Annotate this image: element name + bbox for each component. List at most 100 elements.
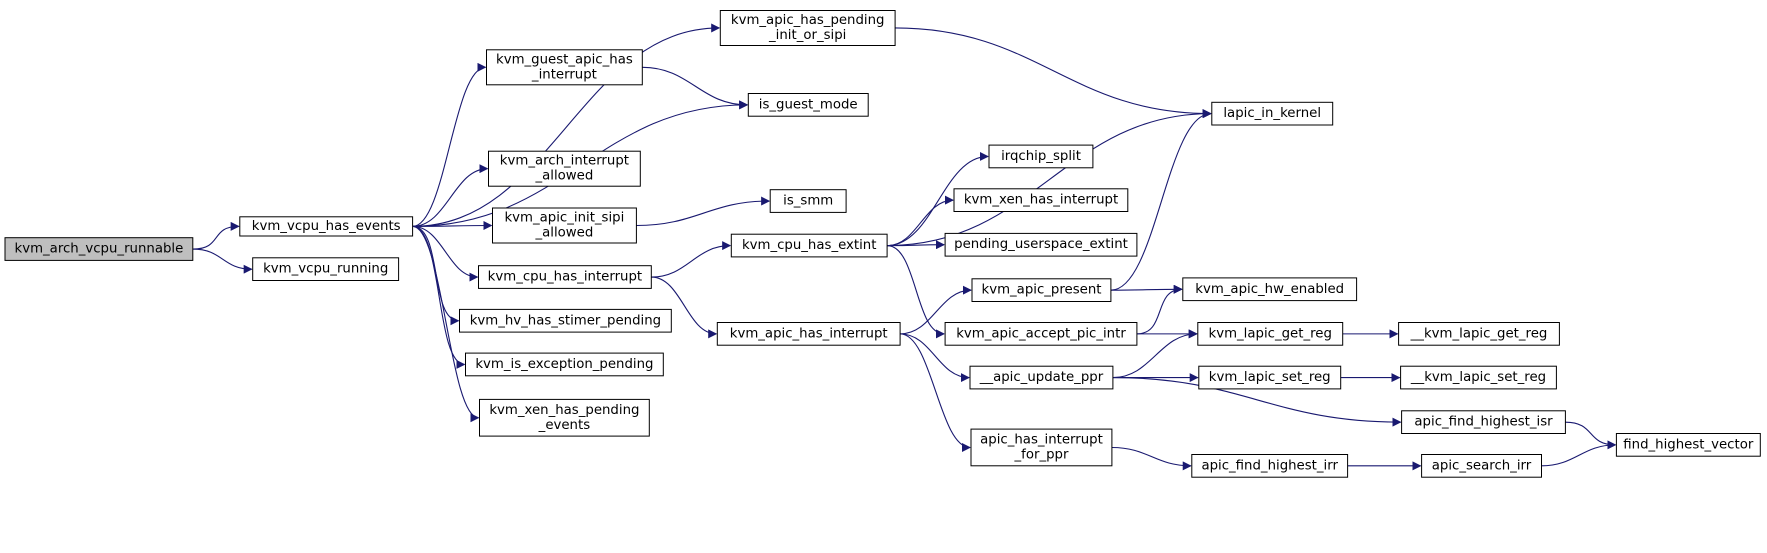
node-box[interactable] [1400,365,1557,390]
node-box[interactable] [1211,101,1334,126]
node-kvm-cpu-has-extint[interactable]: kvm_cpu_has_extint [730,233,888,258]
node-label: kvm_arch_vcpu_runnable [15,242,184,257]
node-box[interactable] [1421,454,1542,478]
node-box[interactable] [239,216,414,237]
edge-apic_has_interrupt_for_ppr-to-apic_find_highest_irr [1111,446,1192,471]
node-box[interactable] [459,308,672,333]
node-box[interactable] [944,322,1138,346]
node-kvm-apic-accept-pic-intr[interactable]: kvm_apic_accept_pic_intr [944,322,1138,346]
node-kvm-apic-init-sipi-allowed[interactable]: kvm_apic_init_sipi_allowed [492,207,637,244]
node-box[interactable] [1398,322,1560,346]
node-box[interactable] [1615,433,1761,457]
edge-kvm_apic_accept_pic_intr-to-kvm_apic_hw_enabled [1136,284,1183,335]
node-kvm-vcpu-running[interactable]: kvm_vcpu_running [252,257,400,281]
edge-line [1111,446,1192,471]
node-apic-has-interrupt-for-ppr[interactable]: apic_has_interrupt_for_ppr [970,428,1113,467]
node-label: is_smm [783,194,833,209]
node-label: _events [538,418,591,433]
node-box[interactable] [478,265,652,289]
node-kvm-apic-hw-enabled[interactable]: kvm_apic_hw_enabled [1182,277,1358,302]
node-box[interactable] [971,278,1112,302]
node-irqchip-split[interactable]: irqchip_split [988,144,1094,169]
edge-line [1110,284,1183,294]
node-box[interactable] [969,365,1114,390]
node-kvm-xen-has-interrupt[interactable]: kvm_xen_has_interrupt [953,188,1129,213]
edge-kvm_vcpu_has_events-to-kvm_xen_has_pending_events [412,225,480,423]
node-label: __kvm_lapic_get_reg [1410,326,1548,341]
node-label: lapic_in_kernel [1223,106,1321,121]
edge-apic_find_highest_isr-to-find_highest_vector [1565,421,1617,450]
edge-kvm_cpu_has_extint-to-kvm_xen_has_interrupt [887,195,954,247]
node-label: _for_ppr [1014,448,1069,463]
node-box[interactable] [716,322,901,346]
node-kvm-apic-present[interactable]: kvm_apic_present [971,278,1112,302]
node-box[interactable] [769,189,847,213]
node-box[interactable] [486,49,643,86]
node-apic-find-highest-irr[interactable]: apic_find_highest_irr [1191,454,1349,478]
node-label: kvm_guest_apic_has [496,52,633,67]
node-label: apic_find_highest_irr [1201,458,1338,473]
edge-kvm_cpu_has_extint-to-lapic_in_kernel [887,109,1212,247]
node-apic-update-ppr[interactable]: __apic_update_ppr [969,365,1114,390]
edge-line [900,333,970,383]
node-label: pending_userspace_extint [954,237,1128,252]
edge-line [651,276,718,339]
node-kvm-arch-vcpu-runnable[interactable]: kvm_arch_vcpu_runnable [4,237,194,261]
node-kvm-apic-has-interrupt[interactable]: kvm_apic_has_interrupt [716,322,901,346]
node-box[interactable] [488,150,641,187]
node-box[interactable] [747,93,869,117]
edge-line [412,225,466,369]
node-box[interactable] [730,233,888,258]
node-box[interactable] [1191,454,1349,478]
node-is-guest-mode[interactable]: is_guest_mode [747,93,869,117]
edge-kvm_apic_has_interrupt-to-apic_has_interrupt_for_ppr [900,333,971,452]
node-label: kvm_apic_has_pending [731,13,885,28]
node-apic-search-irr[interactable]: apic_search_irr [1421,454,1542,478]
node-box[interactable] [492,207,637,244]
node-box[interactable] [479,398,650,437]
node-label: _allowed [534,226,593,241]
node-kvm-is-exception-pending[interactable]: kvm_is_exception_pending [465,352,664,377]
node-lapic-in-kernel[interactable]: lapic_in_kernel [1211,101,1334,126]
node-label: apic_has_interrupt [980,433,1103,448]
node-kvm-hv-has-stimer-pending[interactable]: kvm_hv_has_stimer_pending [459,308,672,333]
node-kvm-cpu-has-interrupt[interactable]: kvm_cpu_has_interrupt [478,265,652,289]
node-box[interactable] [1182,277,1358,302]
node-label: is_guest_mode [759,97,858,112]
node-box[interactable] [953,188,1129,213]
node-kvm-lapic-get-reg[interactable]: kvm_lapic_get_reg [1197,322,1344,346]
edge-kvm_apic_present-to-kvm_apic_hw_enabled [1110,284,1183,294]
node-box[interactable] [970,428,1113,467]
node-box[interactable] [465,352,664,377]
edge-line [412,225,479,282]
node-kvm-lapic-get-reg[interactable]: __kvm_lapic_get_reg [1398,322,1560,346]
edge-line [412,164,489,227]
node-box[interactable] [944,232,1138,257]
edge-line [651,241,732,278]
edge-line [642,66,749,110]
node-label: _init_or_sipi [768,28,846,43]
node-kvm-lapic-set-reg[interactable]: kvm_lapic_set_reg [1198,365,1342,390]
node-kvm-arch-interrupt-allowed[interactable]: kvm_arch_interrupt_allowed [488,150,641,187]
node-kvm-lapic-set-reg[interactable]: __kvm_lapic_set_reg [1400,365,1557,390]
edge-kvm_vcpu_has_events-to-kvm_is_exception_pending [412,225,466,369]
node-box[interactable] [719,10,896,46]
edge-line [1110,109,1212,291]
node-kvm-xen-has-pending-events[interactable]: kvm_xen_has_pending_events [479,398,650,437]
node-box[interactable] [988,144,1094,169]
node-find-highest-vector[interactable]: find_highest_vector [1615,433,1761,457]
edge-line [192,248,253,274]
node-apic-find-highest-isr[interactable]: apic_find_highest_isr [1401,410,1566,434]
edge-kvm_apic_has_interrupt-to-__apic_update_ppr [900,333,970,383]
node-box[interactable] [1197,322,1344,346]
node-kvm-apic-has-pending-init-or-sipi[interactable]: kvm_apic_has_pending_init_or_sipi [719,10,896,46]
node-pending-userspace-extint[interactable]: pending_userspace_extint [944,232,1138,257]
node-box[interactable] [4,237,194,261]
node-kvm-vcpu-has-events[interactable]: kvm_vcpu_has_events [239,216,414,237]
node-box[interactable] [252,257,400,281]
node-box[interactable] [1198,365,1342,390]
node-is-smm[interactable]: is_smm [769,189,847,213]
edge-kvm_arch_vcpu_runnable-to-kvm_vcpu_has_events [192,221,240,250]
node-box[interactable] [1401,410,1566,434]
node-kvm-guest-apic-has-interrupt[interactable]: kvm_guest_apic_has_interrupt [486,49,643,86]
